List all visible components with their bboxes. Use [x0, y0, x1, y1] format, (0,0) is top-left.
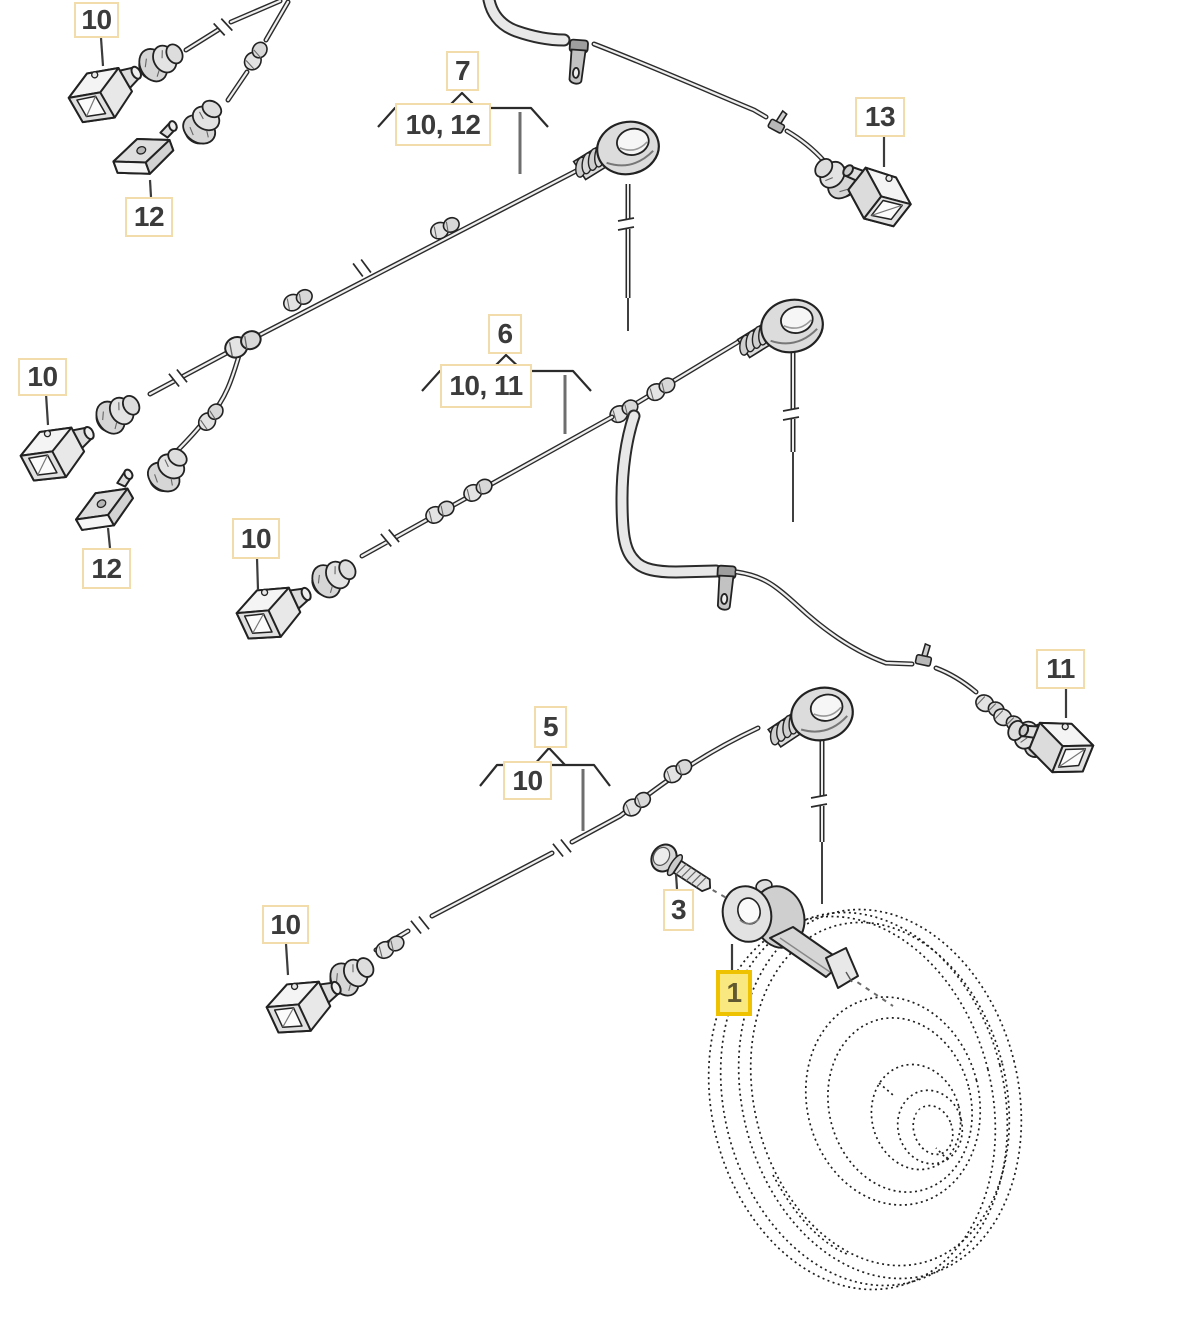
connector-plug-12 [106, 119, 190, 186]
brake-disc [707, 908, 1023, 1291]
sensor-bolt [650, 843, 712, 893]
callout-5-parts[interactable]: 10 [503, 761, 552, 800]
callout-6-parts[interactable]: 10, 11 [440, 364, 532, 408]
cable-clip [914, 641, 935, 668]
connector-plug-10 [14, 408, 107, 493]
harness-5 [260, 680, 860, 1045]
callout-12-top-left[interactable]: 12 [125, 197, 173, 237]
callout-13[interactable]: 13 [855, 97, 905, 137]
callout-7[interactable]: 7 [446, 51, 479, 91]
abs-sensor [721, 879, 859, 989]
callout-12-mid-left[interactable]: 12 [82, 548, 131, 589]
harness-top-left [61, 0, 291, 186]
mounting-bracket [566, 38, 590, 86]
speed-sensor-head [758, 680, 860, 755]
callout-5[interactable]: 5 [534, 706, 567, 748]
harness-7 [14, 115, 665, 542]
connector-plug-10 [230, 569, 323, 651]
callout-6[interactable]: 6 [488, 314, 522, 354]
callout-3[interactable]: 3 [663, 889, 694, 931]
callout-10-mid-left[interactable]: 10 [18, 358, 67, 396]
y-junction [220, 325, 266, 363]
harness-6 [230, 293, 1099, 784]
callout-10-bottom[interactable]: 10 [262, 905, 309, 944]
harness-13-lead [482, 0, 920, 237]
callout-7-parts[interactable]: 10, 12 [395, 103, 491, 146]
callout-10-top-left[interactable]: 10 [74, 2, 119, 38]
ferrule [240, 38, 272, 74]
callout-10-mid[interactable]: 10 [232, 518, 280, 559]
callout-1-highlighted[interactable]: 1 [716, 970, 752, 1016]
callout-11[interactable]: 11 [1036, 649, 1085, 689]
speed-sensor-head [728, 293, 829, 365]
mounting-bracket [714, 564, 737, 612]
cable-boot [176, 92, 232, 152]
speed-sensor-head [564, 115, 665, 187]
callout-leaders [44, 37, 1068, 976]
cable-boot [132, 34, 190, 88]
